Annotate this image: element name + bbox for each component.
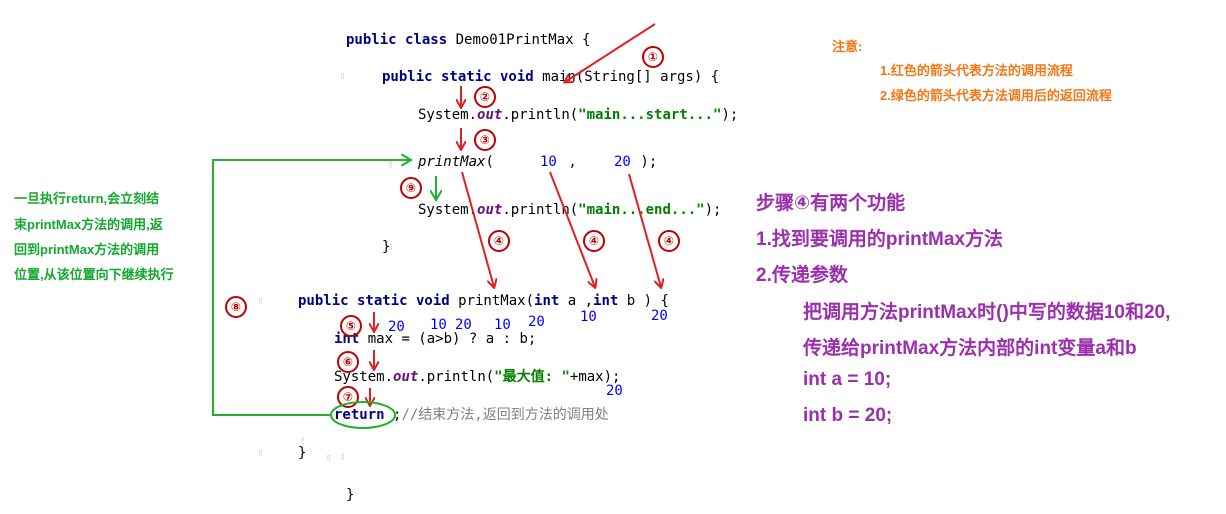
option-a-value: 10 (494, 317, 511, 333)
call-arg-20: 20 (614, 154, 631, 170)
end-string: "main...end..." (578, 202, 705, 218)
println-text-2: .println( (502, 202, 579, 218)
cond-b-value: 20 (455, 317, 472, 333)
fold-marker: ▯ (388, 242, 394, 252)
print-max-line: System.out.println("最大值: "+max); (334, 368, 620, 386)
out-field: out (477, 107, 503, 123)
return-note-line-4: 位置,从该位置向下继续执行 (14, 267, 174, 282)
main-declaration: public static void main(String[] args) { (382, 68, 719, 86)
printed-max-value: 20 (606, 383, 623, 399)
return-comment: //结束方法,返回到方法的调用处 (401, 407, 609, 423)
param-a: a , (559, 293, 594, 309)
system-text-3: System. (334, 369, 394, 385)
printmax-declaration: public static void printMax(int a ,int b… (298, 292, 669, 310)
fold-marker: ▯ (340, 71, 346, 81)
ternary-expression: max = (a>b) ? a : b; (359, 331, 537, 347)
int-keyword-b: int (593, 293, 619, 309)
step-7-badge: ⑦ (337, 386, 359, 408)
printmax-name: printMax( (449, 293, 535, 309)
call-method-name: printMax (418, 154, 486, 170)
call-close: ); (632, 154, 658, 170)
step-4-badge: ④ (583, 230, 605, 252)
call-arg-sep: , (560, 154, 577, 170)
step-9-badge: ⑨ (400, 177, 422, 199)
step-4-badge: ④ (488, 230, 510, 252)
note-title: 注意: (832, 39, 863, 54)
step4-item-1: 1.找到要调用的printMax方法 (756, 229, 1004, 250)
println-text: .println( (502, 107, 579, 123)
system-text: System. (418, 107, 478, 123)
option-b-value: 20 (528, 314, 545, 330)
step-4-badge: ④ (658, 230, 680, 252)
step-6-badge: ⑥ (337, 351, 359, 373)
max-label-string: "最大值: " (494, 369, 570, 385)
return-line: return ;//结束方法,返回到方法的调用处 (334, 406, 609, 424)
start-print-line: System.out.println("main...start..."); (418, 106, 738, 124)
return-highlight (330, 401, 396, 429)
step-3-badge: ③ (474, 129, 496, 151)
printmax-keywords: public static void (298, 293, 450, 309)
close-paren: ); (721, 107, 739, 123)
return-semicolon: ; (384, 407, 402, 423)
assign-b: int b = 20; (803, 405, 893, 426)
class-name: Demo01PrintMax { (447, 32, 591, 48)
main-close-brace: } (382, 239, 391, 255)
system-text-2: System. (418, 202, 478, 218)
concat-max: +max); (569, 369, 621, 385)
step-8-badge: ⑧ (225, 296, 247, 318)
step4-item-2: 2.传递参数 (756, 265, 848, 286)
arrow-step-4-a (549, 171, 595, 287)
fold-marker: ▯ (258, 448, 264, 458)
printmax-close-brace: } (298, 445, 307, 461)
step4-heading: 步骤④有两个功能 (756, 193, 906, 214)
step-2-badge: ② (474, 86, 496, 108)
max-assignment-line: int max = (a>b) ? a : b; (334, 330, 536, 348)
return-note-line-2: 束printMax方法的调用,返 (14, 217, 163, 232)
call-arg-10: 10 (540, 154, 557, 170)
call-open-paren: ( (485, 154, 494, 170)
step4-detail-2: 传递给printMax方法内部的int变量a和b (803, 338, 1137, 359)
arrow-call-to-main (565, 23, 656, 82)
method-call-line: printMax( (418, 153, 494, 171)
arrow-step-4-b (628, 173, 661, 287)
main-keywords: public static void (382, 69, 534, 85)
int-keyword-a: int (534, 293, 560, 309)
b-value-label: 20 (651, 308, 668, 324)
class-keyword: public class (346, 32, 448, 48)
return-keyword: return (334, 407, 385, 423)
step4-detail-1: 把调用方法printMax时()中写的数据10和20, (803, 302, 1171, 323)
step-5-badge: ⑤ (340, 315, 362, 337)
println-text-3: .println( (418, 369, 495, 385)
note-green-arrows: 2.绿色的箭头代表方法调用后的返回流程 (880, 88, 1112, 103)
class-declaration: public class Demo01PrintMax { (346, 31, 590, 49)
out-field-2: out (477, 202, 503, 218)
fold-marker: ▯ (340, 452, 346, 462)
note-red-arrows: 1.红色的箭头代表方法的调用流程 (880, 63, 1073, 78)
close-paren-2: ); (704, 202, 722, 218)
fold-marker: ▯ (300, 436, 306, 446)
assign-a: int a = 10; (803, 369, 892, 390)
a-value-label: 10 (580, 309, 597, 325)
fold-marker: ▯ (388, 160, 394, 170)
arrow-step-4-method (461, 171, 494, 287)
fold-marker: ▯ (326, 453, 332, 463)
cond-a-value: 10 (430, 317, 447, 333)
return-arrow-path (212, 160, 410, 416)
start-string: "main...start..." (578, 107, 722, 123)
max-value-label: 20 (388, 319, 405, 335)
class-close-brace: } (346, 487, 355, 503)
end-print-line: System.out.println("main...end..."); (418, 201, 721, 219)
return-note-line-1: 一旦执行return,会立刻结 (14, 191, 160, 206)
fold-marker: ▯ (258, 296, 264, 306)
param-b: b ) { (618, 293, 669, 309)
step-1-badge: ① (642, 46, 664, 68)
return-note-line-3: 回到printMax方法的调用 (14, 242, 160, 257)
out-field-3: out (393, 369, 419, 385)
